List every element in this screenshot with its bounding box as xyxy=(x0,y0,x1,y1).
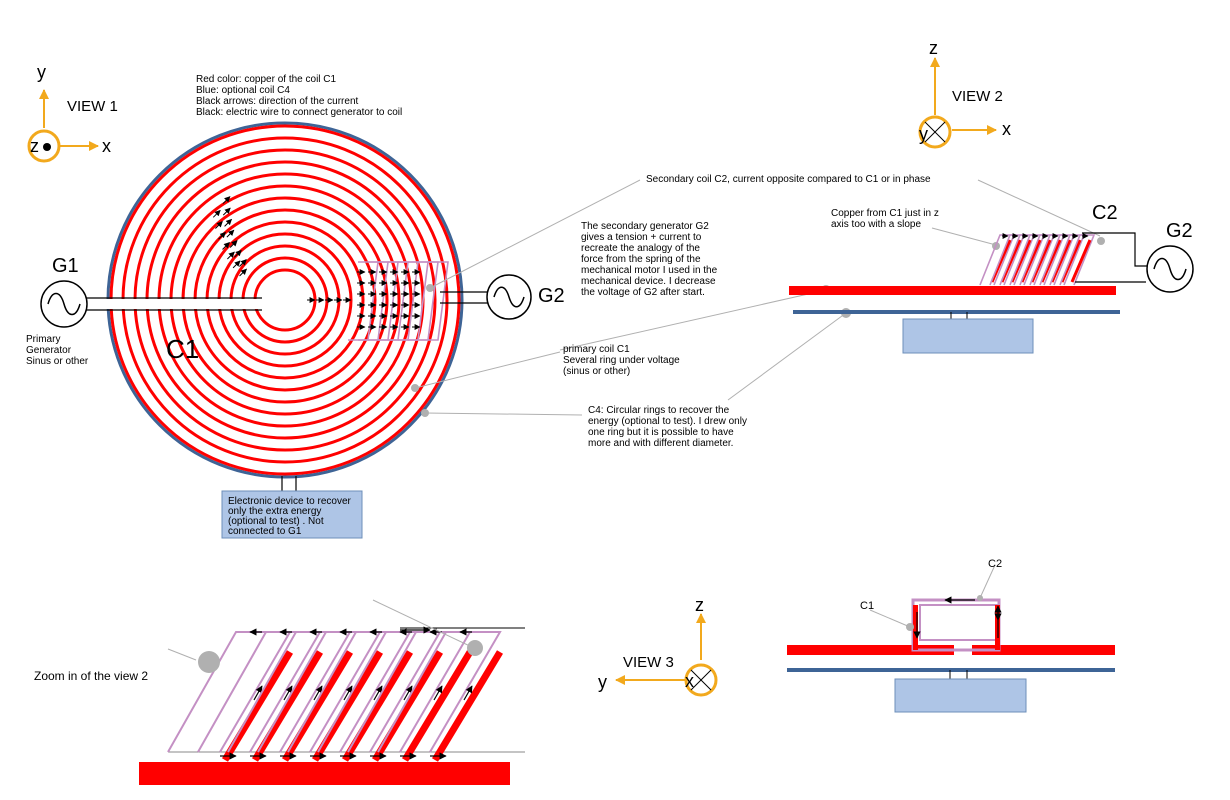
c2-coil-side xyxy=(979,233,1096,286)
view3-device-box xyxy=(894,678,1027,713)
c1-spiral xyxy=(90,124,461,476)
view3-c1-left xyxy=(787,645,954,655)
g2-note-line-2: gives a tension + current to xyxy=(581,232,702,243)
view1-title: VIEW 1 xyxy=(67,98,118,115)
c4-note-line-3: one ring but it is possible to have xyxy=(588,427,734,438)
g1-desc-2: Generator xyxy=(26,345,72,356)
c4-note-line-2: energy (optional to test). I drew only xyxy=(588,416,747,427)
c4-note: C4: Circular rings to recover the energy… xyxy=(588,405,747,449)
g2-note-line-6: mechanical device. I decrease xyxy=(581,276,716,287)
view2-axis-x: x xyxy=(1002,119,1011,139)
zoom-coil xyxy=(167,626,503,762)
view1-axes: y x z VIEW 1 xyxy=(27,62,118,163)
g1-label: G1 xyxy=(52,255,79,277)
view1-axis-y: y xyxy=(37,62,46,82)
c4-note-line-4: more and with different diameter. xyxy=(588,438,733,449)
view2-g2-label: G2 xyxy=(1166,220,1193,242)
c1-copper-plate xyxy=(789,286,1116,295)
c2-coil-top-view xyxy=(348,261,449,341)
zoom-view: Zoom in of the view 2 xyxy=(34,599,525,785)
view1-axis-z: z xyxy=(30,136,39,156)
primary-note-line-2: Several ring under voltage xyxy=(563,355,680,366)
device-box-line-3: (optional to test) . Not xyxy=(228,516,324,527)
secondary-coil-note: Secondary coil C2, current opposite comp… xyxy=(646,174,931,185)
view2-side: C2 G2 Copper from C1 just in z axis too … xyxy=(789,202,1194,354)
view1-axis-x: x xyxy=(102,136,111,156)
view2-title: VIEW 2 xyxy=(952,88,1003,105)
annotation-leaders xyxy=(414,179,1101,416)
legend-line-3: Black arrows: direction of the current xyxy=(196,96,359,107)
legend-line-2: Blue: optional coil C4 xyxy=(196,85,290,96)
g2-note-line-1: The secondary generator G2 xyxy=(581,221,709,232)
view3-axis-x: x xyxy=(685,671,694,691)
primary-coil-note: primary coil C1 Several ring under volta… xyxy=(563,344,680,377)
current-arrows xyxy=(212,196,352,303)
view3-c1-right xyxy=(972,645,1115,655)
legend: Red color: copper of the coil C1 Blue: o… xyxy=(196,74,402,118)
view3-axis-y: y xyxy=(598,672,607,692)
primary-note-line-3: (sinus or other) xyxy=(563,366,630,377)
g2-label: G2 xyxy=(538,285,565,307)
c1-label: C1 xyxy=(166,334,199,364)
g2-note-line-4: force from the spring of the xyxy=(581,254,701,265)
copper-note-line-2: axis too with a slope xyxy=(831,219,921,230)
view1-coil: G1 Primary Generator Sinus or other G2 C… xyxy=(26,121,565,539)
view2-axes: z x y VIEW 2 xyxy=(918,38,1011,149)
primary-note-line-1: primary coil C1 xyxy=(563,344,630,355)
copper-note-line-1: Copper from C1 just in z xyxy=(831,208,939,219)
device-box-line-2: only the extra energy xyxy=(228,506,321,517)
view3-c1-label: C1 xyxy=(860,600,874,612)
zoom-copper-plate xyxy=(139,762,510,785)
view2-axis-y: y xyxy=(919,124,928,144)
g2-note-line-5: mechanical motor I used in the xyxy=(581,265,718,276)
g1-desc-1: Primary xyxy=(26,334,60,345)
view3-title: VIEW 3 xyxy=(623,654,674,671)
legend-line-4: Black: electric wire to connect generato… xyxy=(196,107,402,118)
view3-axes: z y x VIEW 3 xyxy=(598,595,718,697)
c4-note-line-1: C4: Circular rings to recover the xyxy=(588,405,730,416)
view2-c2-label: C2 xyxy=(1092,202,1118,224)
zoom-label: Zoom in of the view 2 xyxy=(34,669,148,683)
device-box-side xyxy=(902,318,1034,354)
legend-line-1: Red color: copper of the coil C1 xyxy=(196,74,337,85)
g2-note-line-7: the voltage of G2 after start. xyxy=(581,287,705,298)
electronic-device-box xyxy=(221,490,363,539)
g1-desc-3: Sinus or other xyxy=(26,356,89,367)
g2-note-line-3: recreate the analogy of the xyxy=(581,243,700,254)
g2-note: The secondary generator G2 gives a tensi… xyxy=(581,221,718,298)
device-box-line-1: Electronic device to recover xyxy=(228,496,352,507)
view3-c2-label: C2 xyxy=(988,558,1002,570)
view2-axis-z: z xyxy=(929,38,938,58)
view3-axis-z: z xyxy=(695,595,704,615)
view3-side: C2 C1 xyxy=(787,558,1115,713)
device-box-line-4: connected to G1 xyxy=(228,526,302,537)
